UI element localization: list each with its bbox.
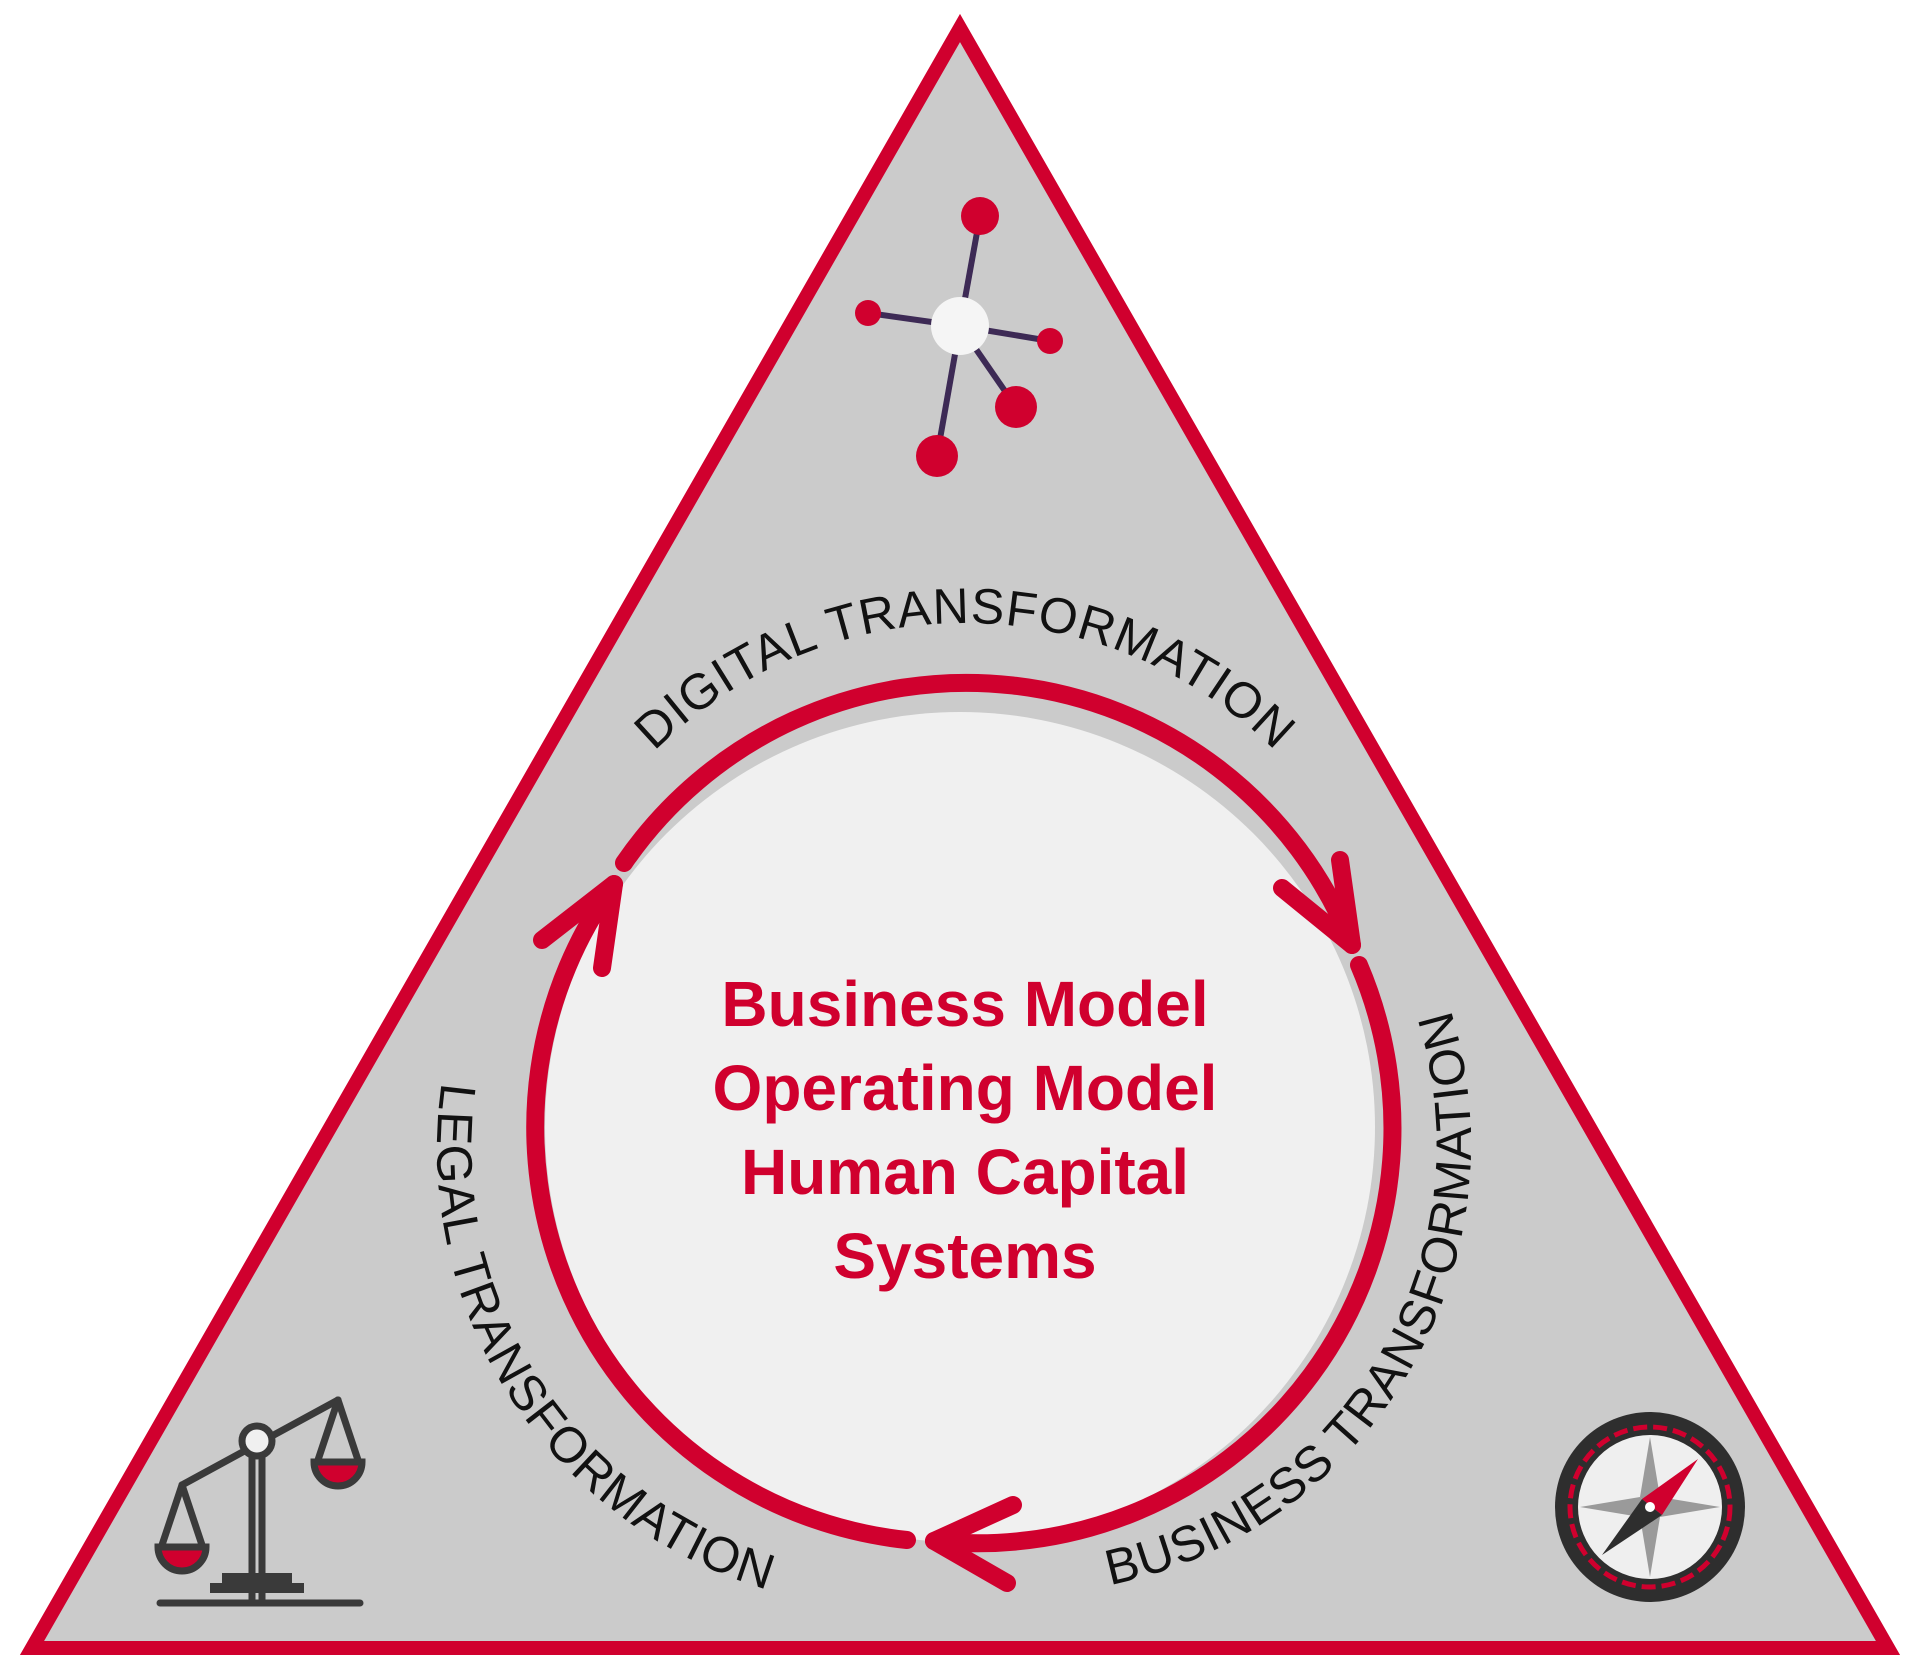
- scales-of-justice-icon: [154, 1396, 366, 1607]
- digital-arrowhead: [1273, 851, 1361, 954]
- legal-arrowhead: [533, 875, 623, 977]
- center-line-2: Operating Model: [713, 1052, 1218, 1124]
- compass-icon: [1555, 1412, 1745, 1602]
- legal-arc: [526, 875, 916, 1549]
- cycle-arrows: [526, 673, 1402, 1592]
- center-line-3: Human Capital: [741, 1136, 1189, 1208]
- digital-arc: [615, 673, 1361, 954]
- inner-circle: [545, 712, 1375, 1542]
- network-nodes-icon: [855, 197, 1063, 477]
- center-line-1: Business Model: [721, 968, 1208, 1040]
- center-text: Business Model Operating Model Human Cap…: [713, 968, 1218, 1292]
- business-arrowhead: [925, 1496, 1022, 1592]
- business-arc: [925, 956, 1402, 1553]
- center-line-4: Systems: [833, 1220, 1096, 1292]
